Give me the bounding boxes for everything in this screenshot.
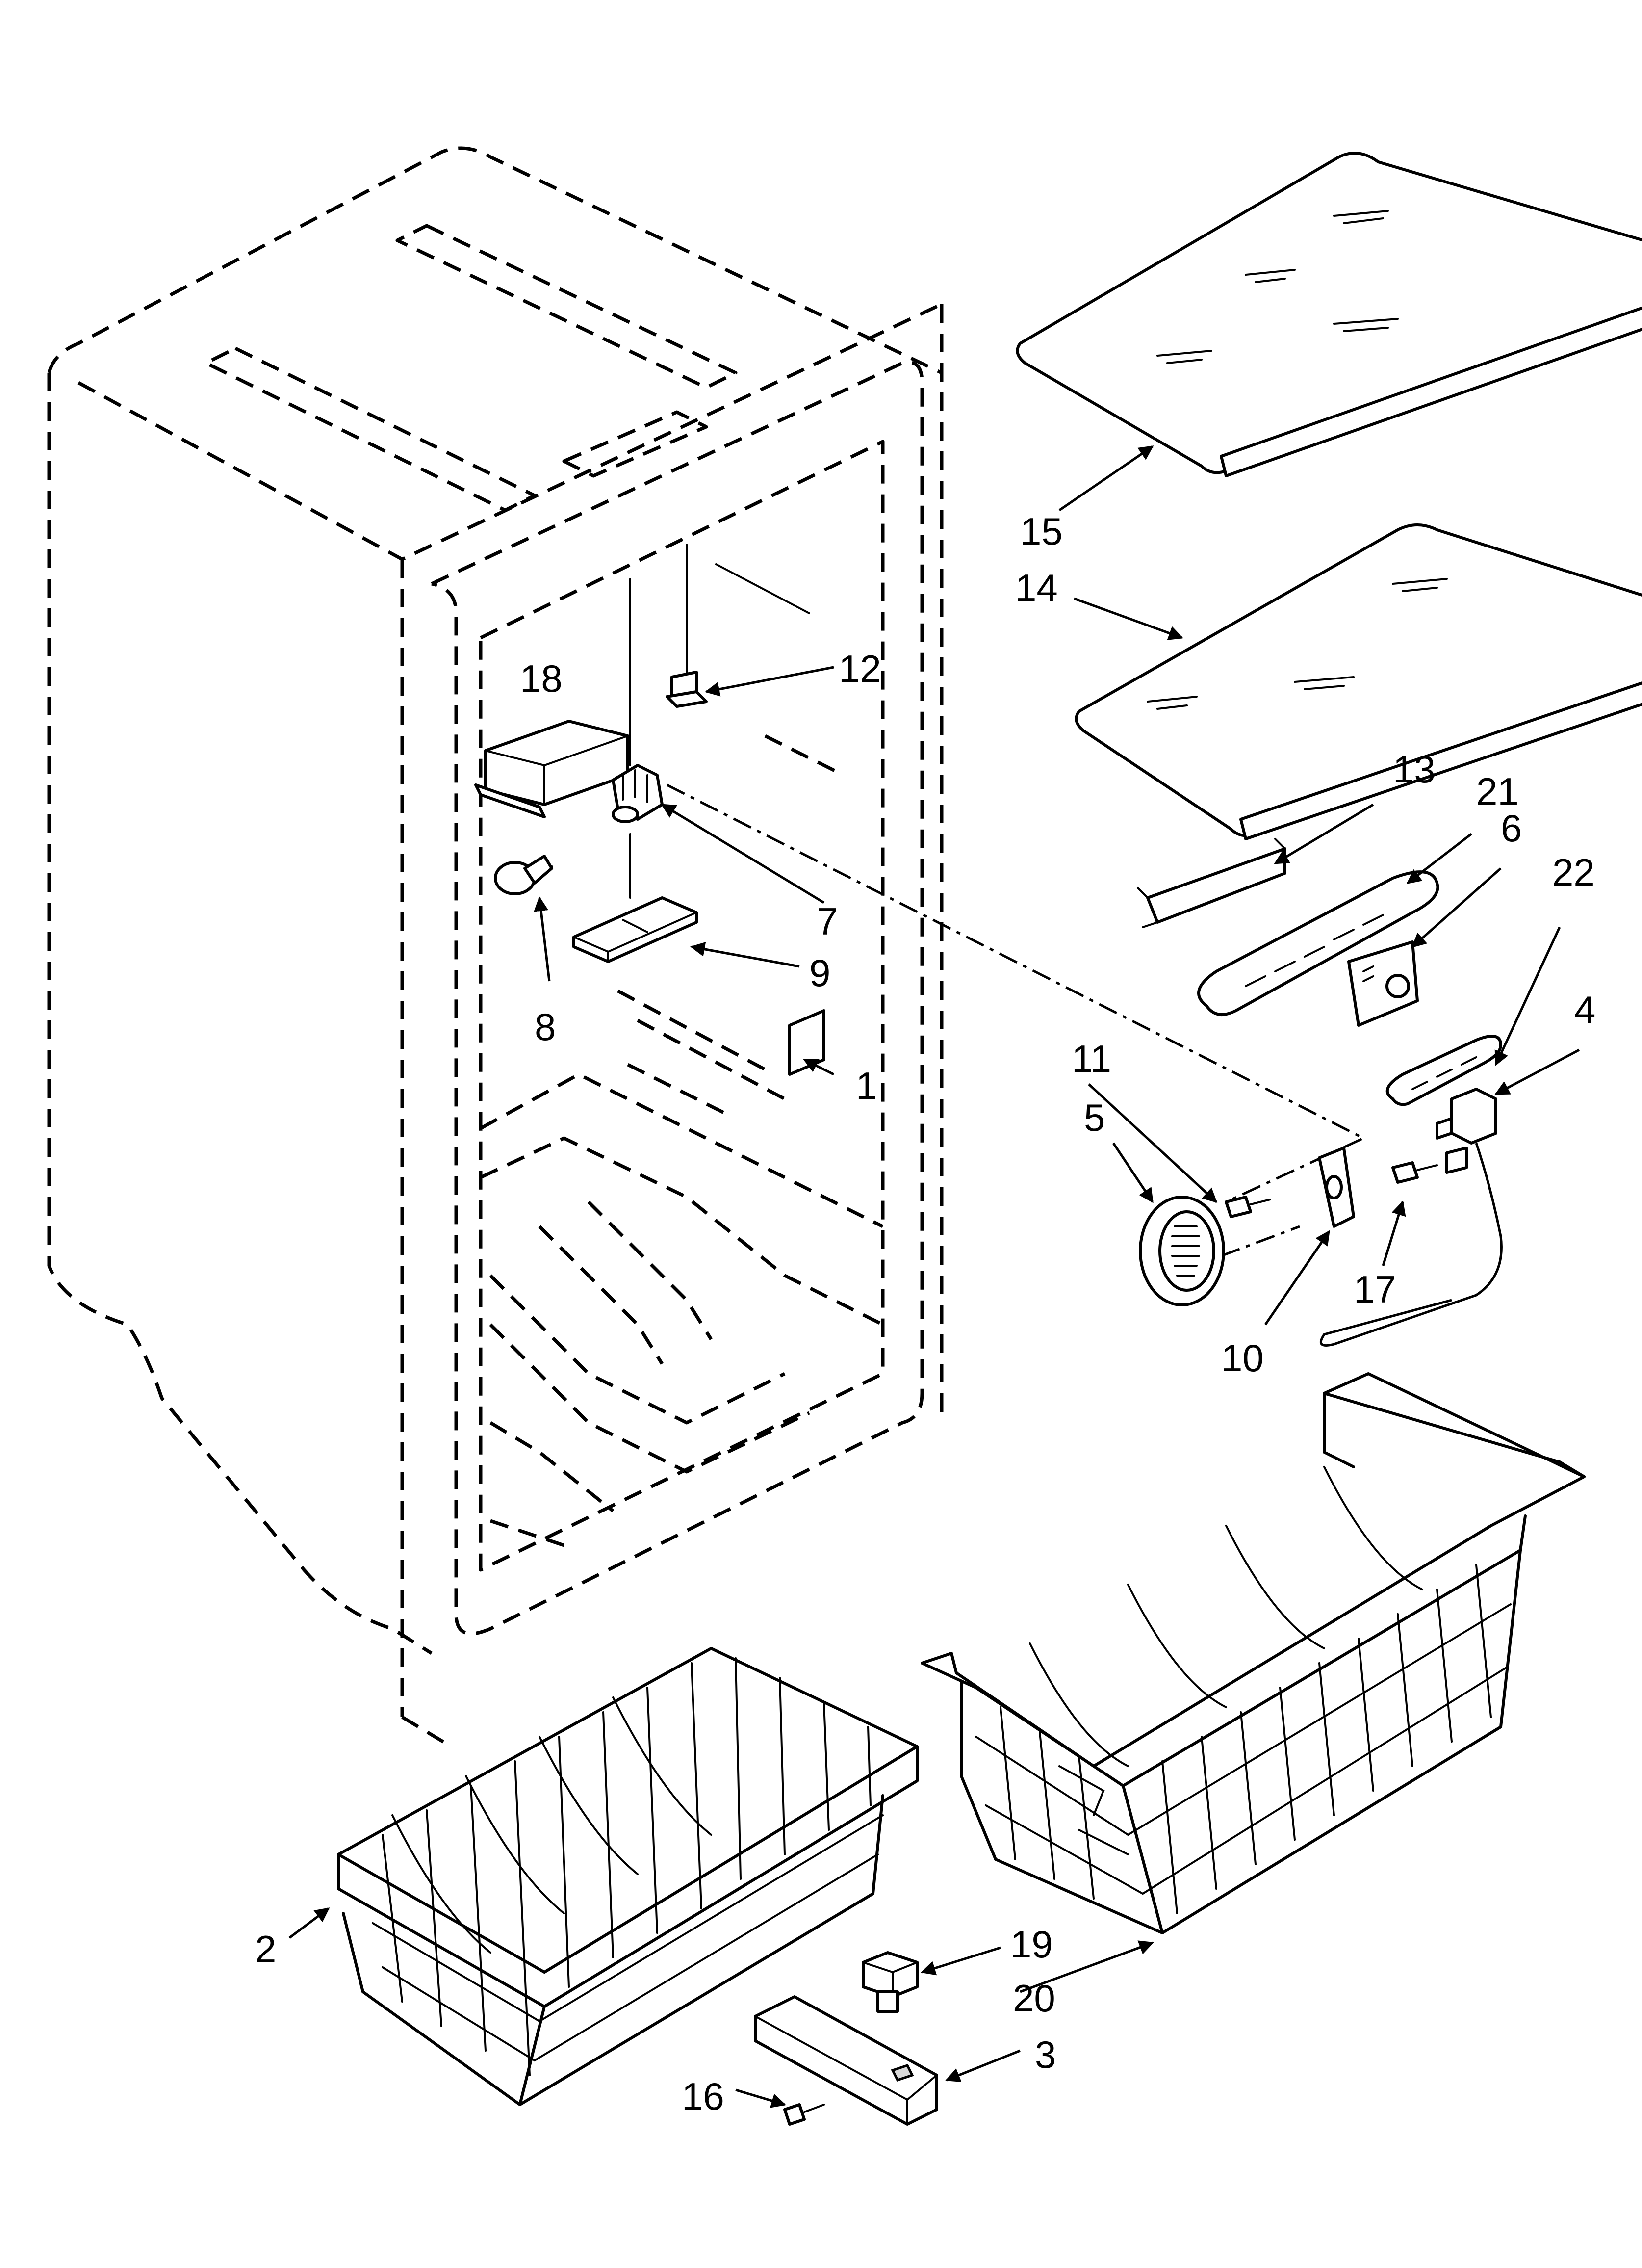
callout-2: 2 (255, 1928, 276, 1971)
callout-18: 18 (520, 657, 563, 700)
control-knob-part (1139, 1196, 1225, 1306)
screw-part-a (1225, 1196, 1271, 1218)
switch-part (666, 671, 708, 708)
callout-10: 10 (1221, 1336, 1264, 1380)
callout-7: 7 (817, 900, 838, 943)
callout-13: 13 (1393, 748, 1436, 791)
screw-part-c (783, 2103, 825, 2126)
callout-3: 3 (1035, 2033, 1056, 2076)
left-wire-basket (337, 1647, 919, 2106)
right-wire-basket (921, 1372, 1586, 1934)
callout-4: 4 (1574, 988, 1595, 1031)
mounting-plate-part (1318, 1147, 1355, 1228)
callout-21: 21 (1476, 770, 1519, 813)
callout-15: 15 (1020, 510, 1063, 553)
thermostat-part (1347, 940, 1419, 1027)
trim-strip-part (754, 1995, 938, 2126)
leader-lines (288, 445, 1580, 2108)
glass-shelf-top (1016, 152, 1642, 477)
callout-17: 17 (1354, 1268, 1396, 1311)
control-cover-part (1197, 870, 1439, 1016)
cabinet-outline (47, 146, 944, 1748)
callout-9: 9 (809, 951, 830, 994)
shelf-bracket-part (1137, 838, 1286, 928)
screw-part-b (1391, 1161, 1438, 1184)
callout-12: 12 (839, 647, 881, 690)
callout-16: 16 (682, 2075, 724, 2118)
callout-22: 22 (1552, 851, 1595, 894)
callout-14: 14 (1015, 566, 1058, 609)
callout-20: 20 (1013, 1977, 1055, 2020)
callout-5: 5 (1084, 1096, 1105, 1139)
lamp-socket-part (612, 764, 664, 823)
control-switch-part (1319, 1088, 1503, 1347)
callout-labels: 15 14 13 21 6 22 4 11 5 10 17 12 18 7 9 … (255, 510, 1595, 2118)
light-housing-part (474, 720, 629, 818)
glass-shelf-lower (1075, 523, 1642, 840)
callout-8: 8 (535, 1005, 556, 1048)
light-bulb-part (494, 855, 553, 895)
small-cover-part (1385, 1035, 1502, 1106)
light-bracket-part (572, 896, 698, 963)
callout-1: 1 (856, 1064, 877, 1107)
callout-6: 6 (1501, 807, 1522, 850)
callout-19: 19 (1010, 1923, 1053, 1966)
bumper-part (862, 1951, 919, 2013)
callout-11: 11 (1072, 1037, 1111, 1080)
label-part (788, 1009, 825, 1076)
